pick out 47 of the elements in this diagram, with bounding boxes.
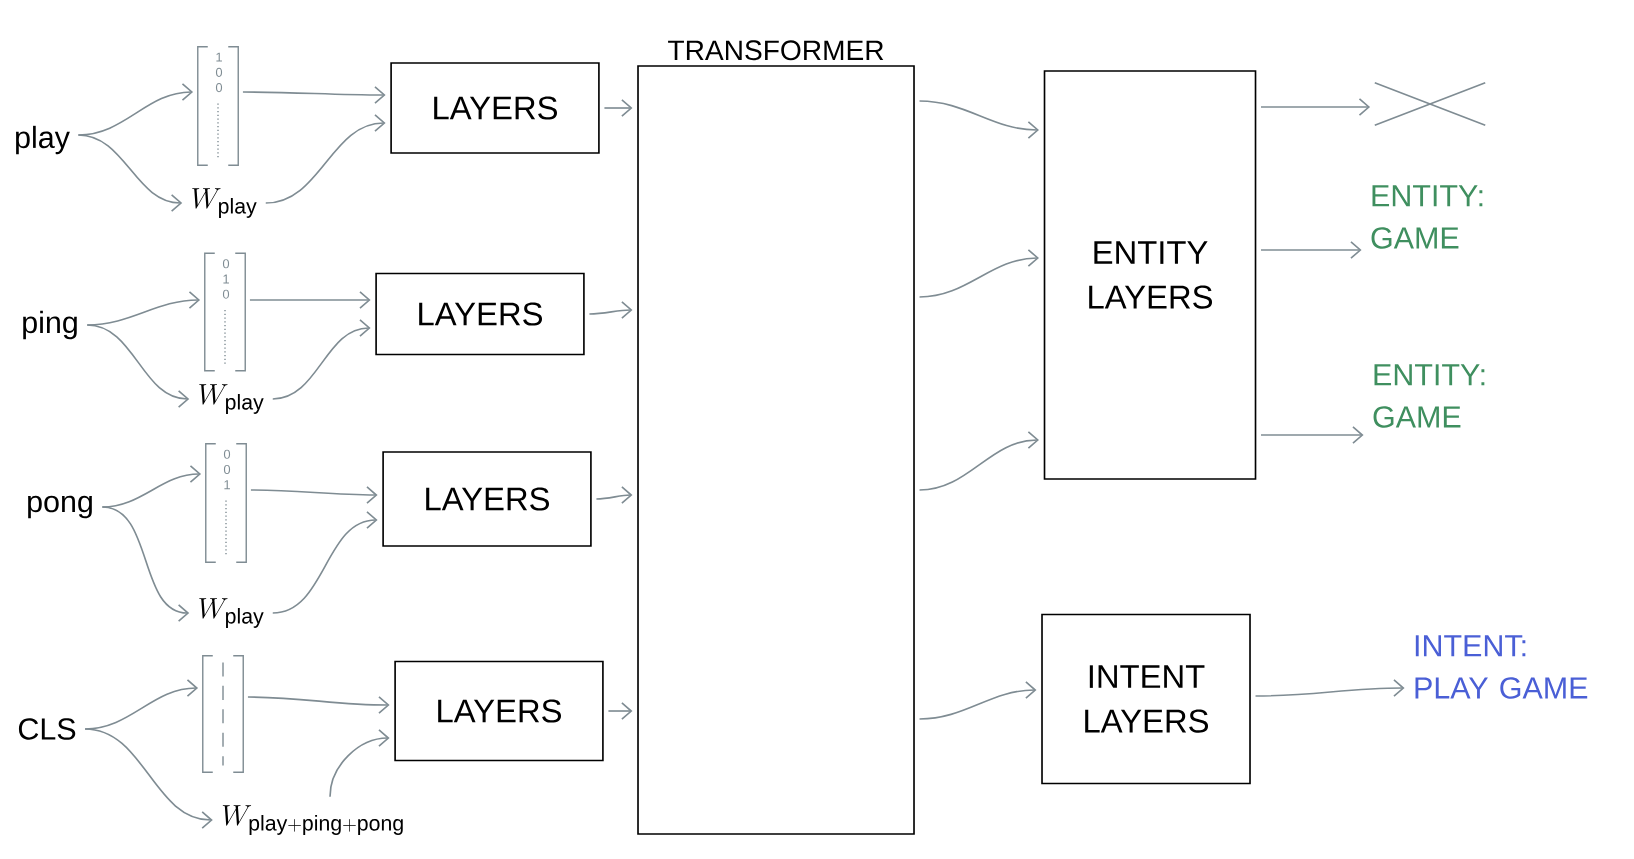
layers-box: LAYERS: [390, 62, 600, 154]
arrow: [271, 511, 378, 614]
arrow: [918, 100, 1039, 139]
arrow: [271, 319, 371, 400]
layers-box: LAYERS: [375, 272, 585, 356]
weight-formula: $W_{\mathrm{play}}$: [199, 598, 264, 628]
transformer-block: TRANSFORMER: [637, 40, 915, 835]
arrow: [588, 301, 633, 320]
arrow: [1260, 426, 1364, 445]
arrow: [918, 249, 1039, 298]
arrow: [918, 681, 1037, 720]
vector-bracket: 1 0 0: [197, 46, 239, 166]
weight-formula: $W_{\mathrm{play}}$: [199, 384, 264, 414]
arrow: [603, 99, 633, 118]
weight-formula: $W_{\mathrm{play+ping+pong}}$: [222, 805, 403, 835]
output-label: ENTITY: GAME: [1371, 185, 1483, 249]
cross-mark: [1373, 81, 1487, 127]
word-label: pong: [28, 495, 92, 519]
word-label: ping: [23, 310, 77, 340]
arrow: [249, 291, 371, 310]
arrow: [242, 86, 386, 105]
vector-bracket: 0 1 0: [204, 252, 246, 372]
arrow: [264, 114, 386, 204]
layers-box: ENTITY LAYERS: [1043, 70, 1257, 480]
arrow: [101, 506, 190, 623]
word-label: play: [16, 125, 70, 155]
arrow: [329, 729, 390, 798]
vector-bracket: 0 0 1: [205, 443, 247, 563]
arrow: [595, 486, 633, 505]
output-label: INTENT: PLAY GAME: [1415, 635, 1588, 699]
layers-box: LAYERS: [382, 451, 592, 547]
output-label: ENTITY: GAME: [1373, 364, 1485, 428]
arrow: [1254, 679, 1405, 698]
arrow: [247, 696, 390, 715]
layers-box: LAYERS: [394, 660, 604, 762]
word-label: CLS: [18, 718, 76, 740]
arrow: [84, 728, 213, 830]
arrow: [77, 134, 183, 213]
arrow: [1260, 241, 1362, 260]
weight-formula: $W_{\mathrm{play}}$: [192, 188, 257, 218]
layers-box: INTENT LAYERS: [1041, 613, 1251, 785]
arrow: [607, 702, 633, 721]
arrow: [250, 486, 378, 505]
arrow: [1260, 98, 1371, 116]
arrow: [918, 431, 1039, 491]
node-label: TRANSFORMER: [668, 40, 884, 61]
arrow: [86, 324, 190, 409]
